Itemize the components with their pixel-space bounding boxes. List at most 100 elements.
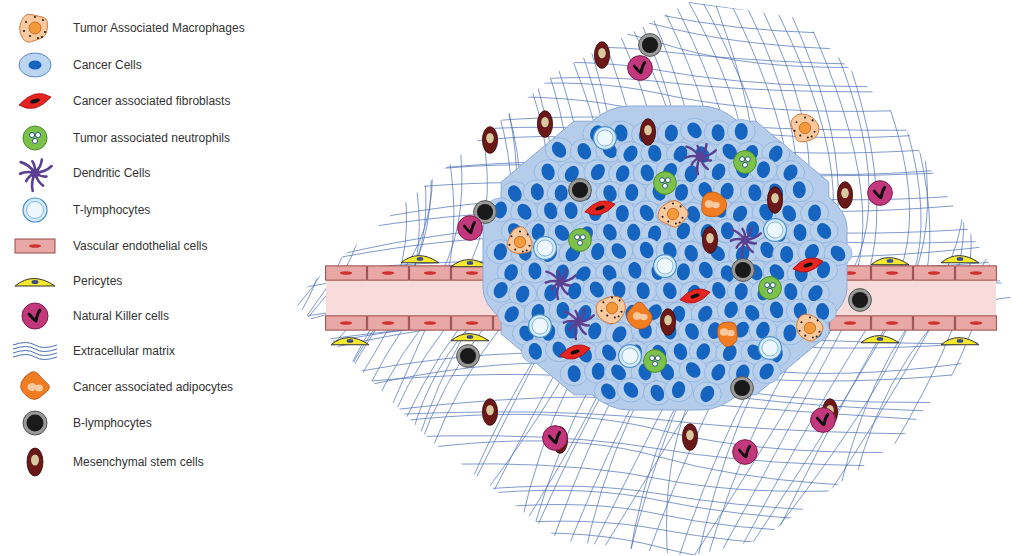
matrix-fiber xyxy=(425,0,613,556)
cancer-cell-nucleus xyxy=(660,161,680,182)
stem-cell-nucleus xyxy=(644,125,652,135)
pericyte-nucleus xyxy=(877,337,884,341)
adipocyte-droplet xyxy=(712,202,720,209)
macrophage-granule xyxy=(25,21,27,23)
t-cell-nucleus xyxy=(622,348,638,364)
b-cell-nucleus xyxy=(460,348,476,364)
matrix-fiber xyxy=(280,0,1029,23)
cancer-cell-body xyxy=(617,378,645,402)
macrophage-granule xyxy=(679,222,681,224)
cancer-cell-nucleus xyxy=(661,281,679,301)
cancer-cell-body xyxy=(557,199,585,223)
stem-cell-body xyxy=(482,127,497,154)
cancer-cell-body xyxy=(656,279,684,303)
pericyte-body xyxy=(941,256,979,263)
fibroblast-nucleus xyxy=(803,262,813,269)
matrix-fiber xyxy=(735,0,921,556)
stem-cell-nucleus xyxy=(31,455,39,466)
fibroblast-body xyxy=(793,258,823,272)
nk-cell-nucleus xyxy=(549,432,559,442)
b-cell-body xyxy=(732,259,755,282)
pericyte-body xyxy=(451,334,489,341)
cancer-cell-nucleus xyxy=(709,362,728,383)
matrix-fiber xyxy=(945,0,1029,556)
endothelial-nucleus xyxy=(466,321,478,325)
stem-cell-nucleus xyxy=(686,430,694,440)
cancer-cell-nucleus xyxy=(530,182,545,201)
macrophage-body xyxy=(658,200,688,227)
matrix-fiber xyxy=(227,0,419,556)
adipocyte-body xyxy=(702,192,727,217)
pericyte-nucleus xyxy=(957,339,964,343)
cancer-cell-nucleus xyxy=(747,183,762,202)
t-cell-nucleus xyxy=(597,130,613,146)
neutrophil-lobe xyxy=(575,235,580,240)
stem-cell-nucleus xyxy=(598,48,606,58)
macrophage-granule xyxy=(41,36,43,38)
stem-cell-body xyxy=(682,424,697,451)
legend-label: Cancer associated fibroblasts xyxy=(73,94,230,108)
cancer-cell-nucleus xyxy=(783,324,798,342)
macrophage-granule xyxy=(37,37,39,39)
matrix-fiber xyxy=(269,0,426,556)
matrix-fiber xyxy=(674,0,833,556)
macrophage-granule xyxy=(510,235,512,237)
legend-label: Pericytes xyxy=(73,274,122,288)
macrophage-granule xyxy=(662,216,664,218)
legend-label: Mesenchymal stem cells xyxy=(73,455,204,469)
matrix-fiber xyxy=(436,0,609,556)
legend-label: Vascular endothelial cells xyxy=(73,239,208,253)
cancer-cell-body xyxy=(785,178,813,202)
macrophage-granule xyxy=(804,335,806,337)
cancer-cell-nucleus xyxy=(676,263,690,281)
cancer-cell-nucleus xyxy=(566,281,583,301)
b-cell-body xyxy=(639,34,662,57)
macrophage-granule xyxy=(509,244,511,246)
adipocyte-droplet xyxy=(35,385,43,392)
pericyte-nucleus xyxy=(887,259,894,263)
macrophage-granule xyxy=(799,330,801,332)
adipocyte-body xyxy=(21,372,50,400)
macrophage-granule xyxy=(519,231,521,233)
cancer-cell-nucleus xyxy=(586,321,602,340)
matrix-fiber xyxy=(280,13,1029,55)
endothelial-nucleus xyxy=(886,321,898,325)
legend-label: Dendritic Cells xyxy=(73,166,150,180)
fibroblast-body xyxy=(19,93,51,108)
endothelial-cell xyxy=(326,316,367,330)
macrophage-granule xyxy=(522,250,524,252)
pericyte-nucleus xyxy=(467,261,474,265)
neutrophil-lobe xyxy=(660,178,665,183)
matrix-fiber xyxy=(280,25,1029,68)
matrix-fiber xyxy=(695,0,838,556)
macrophage-body xyxy=(507,227,532,254)
cancer-cell-nucleus xyxy=(29,61,42,70)
nk-cell-nucleus xyxy=(29,310,40,321)
matrix-fiber xyxy=(388,0,552,556)
legend-label: Tumor Associated Macrophages xyxy=(73,21,245,35)
macrophage-body xyxy=(20,14,48,42)
endothelial-nucleus xyxy=(886,271,898,275)
b-cell-nucleus xyxy=(735,262,751,278)
t-cell-body xyxy=(529,315,552,338)
cancer-cell-nucleus xyxy=(627,261,643,280)
fibroblast-nucleus xyxy=(30,98,41,105)
cancer-cell-nucleus xyxy=(711,124,726,142)
cancer-cell-nucleus xyxy=(710,280,728,300)
cancer-cell-nucleus xyxy=(792,181,806,198)
endothelial-cell xyxy=(914,266,955,280)
matrix-fiber xyxy=(518,0,686,556)
cancer-cell-nucleus xyxy=(527,342,544,362)
stem-cell-body xyxy=(594,42,609,69)
cancer-cell-nucleus xyxy=(608,240,629,261)
stem-cell-body xyxy=(27,448,43,476)
pericyte-body xyxy=(401,256,439,263)
b-cell-nucleus xyxy=(27,415,44,432)
matrix-fiber xyxy=(779,0,964,556)
cancer-cell-nucleus xyxy=(683,321,702,342)
legend-label: Cancer Cells xyxy=(73,58,142,72)
b-cell-body xyxy=(23,411,47,435)
macrophage-granule xyxy=(663,207,665,209)
cancer-cell-nucleus xyxy=(648,382,667,403)
macrophage-granule xyxy=(601,310,603,312)
